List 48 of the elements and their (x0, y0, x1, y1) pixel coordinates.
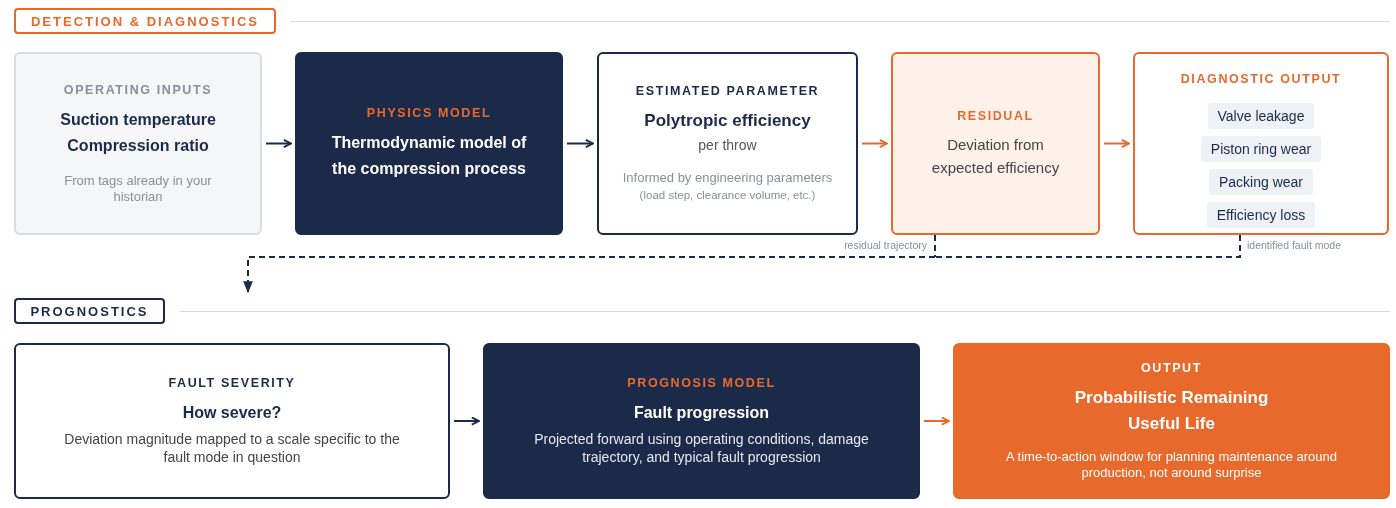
note-text: From tags already in your historian (63, 172, 213, 205)
output-box (1133, 52, 1389, 235)
box-heading: DIAGNOSTIC OUTPUT (1180, 72, 1342, 86)
arrow (243, 256, 936, 294)
box-description: Deviation from expected efficiency (931, 134, 1060, 178)
box-heading: FAULT SEVERITY (168, 376, 296, 390)
note-text: Informed by engineering parameters (622, 170, 833, 186)
model-box (295, 52, 563, 235)
box-description: per throw (698, 136, 757, 154)
arrow (453, 416, 480, 426)
arrow (566, 139, 594, 148)
box-heading: PHYSICS MODEL (366, 105, 492, 120)
edge-label: identified fault mode (1244, 239, 1344, 251)
box-title: Suction temperature (60, 109, 216, 130)
residual-box (891, 52, 1100, 235)
section-heading: PROGNOSTICS (14, 298, 165, 324)
box-title: Polytropic efficiency (644, 110, 811, 132)
box-heading: PROGNOSIS MODEL (627, 376, 776, 390)
edge-label: residual trajectory (841, 239, 930, 251)
box-description: Projected forward using operating conditions, damage trajectory, and typical fault progression (533, 430, 870, 466)
tag-label: Efficiency loss (1206, 202, 1316, 228)
box-title: Thermodynamic model of the compression process (330, 132, 528, 179)
note-text: A time-to-action window for planning maintenance around production, not around surprise (1005, 449, 1338, 481)
box-title: Fault progression (633, 403, 770, 423)
output-box (953, 343, 1390, 499)
connector-line (934, 234, 936, 258)
tag-label: Piston ring wear (1200, 136, 1322, 162)
box-heading: ESTIMATED PARAMETER (635, 84, 820, 98)
tag-label: Packing wear (1208, 169, 1313, 195)
severity-box (14, 343, 450, 499)
arrow (861, 139, 888, 148)
note-text: (load step, clearance volume, etc.) (639, 188, 816, 203)
box-description: Deviation magnitude mapped to a scale specific to the fault mode in question (63, 430, 401, 466)
box-title: How severe? (182, 403, 282, 423)
box-heading: OPERATING INPUTS (63, 82, 213, 97)
arrow (1103, 139, 1130, 148)
parameter-box (597, 52, 858, 235)
connector-line (934, 234, 1241, 258)
box-title: Compression ratio (67, 135, 209, 156)
box-heading: RESIDUAL (957, 108, 1034, 123)
input-box (14, 52, 262, 235)
box-heading: OUTPUT (1141, 361, 1202, 375)
tag-label: Valve leakage (1207, 103, 1315, 129)
section-heading: DETECTION & DIAGNOSTICS (14, 8, 276, 34)
model-box (483, 343, 920, 499)
arrow (923, 416, 950, 426)
arrow (265, 139, 292, 148)
box-title: Probabilistic Remaining Useful Life (1073, 387, 1270, 435)
